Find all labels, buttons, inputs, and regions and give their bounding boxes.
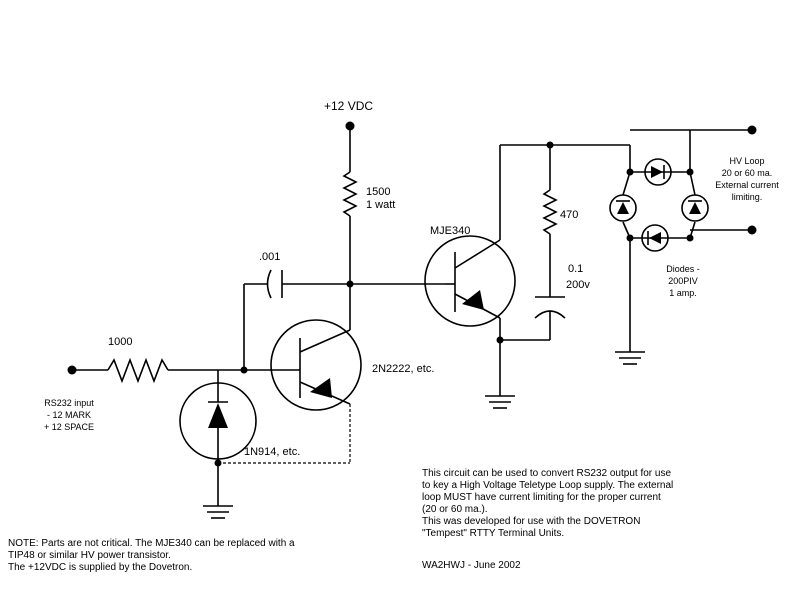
r1000-label: 1000 [108, 336, 132, 348]
q2n2222-label: 2N2222, etc. [372, 363, 434, 375]
transistor-2n2222 [270, 319, 362, 411]
resistor-470 [542, 189, 558, 235]
circuit-note-line-1: This circuit can be used to convert RS23… [422, 468, 672, 479]
rs232-label-2: - 12 MARK [47, 410, 91, 420]
diodes-label-2: 200PIV [668, 276, 698, 286]
author-credit: WA2HWJ - June 2002 [422, 560, 521, 571]
cap-01-value-label: 0.1 [568, 263, 583, 275]
rs232-label-3: + 12 SPACE [44, 422, 94, 432]
cap-01-voltage-label: 200v [566, 279, 590, 291]
hv-loop-label-2: 20 or 60 ma. [722, 168, 773, 178]
circuit-note-line-6: "Tempest" RTTY Terminal Units. [422, 528, 565, 539]
cap-001-label: .001 [259, 251, 280, 263]
transistor-mje340 [424, 235, 516, 327]
rs232-label-1: RS232 input [44, 398, 94, 408]
circuit-description: This circuit can be used to convert RS23… [422, 468, 673, 540]
parts-note-line-3: The +12VDC is supplied by the Dovetron. [8, 562, 193, 573]
diode-bridge [609, 158, 709, 252]
resistor-1000 [107, 357, 169, 384]
supply-label: +12 VDC [324, 99, 373, 113]
hv-loop-label-4: limiting. [732, 192, 763, 202]
diodes-label-1: Diodes - [666, 264, 700, 274]
hv-loop-label-1: HV Loop [729, 156, 764, 166]
parts-note-line-1: NOTE: Parts are not critical. The MJE340… [8, 538, 295, 549]
hv-loop-terminal-top [747, 125, 757, 135]
circuit-note-line-2: to key a High Voltage Teletype Loop supp… [422, 480, 674, 491]
resistor-1500 [342, 171, 358, 217]
hv-loop-label-3: External current [715, 180, 779, 190]
parts-note-line-2: TIP48 or similar HV power transistor. [8, 550, 171, 561]
r1500-power-label: 1 watt [366, 199, 395, 211]
hv-loop-terminal-bottom [747, 225, 757, 235]
diodes-label-3: 1 amp. [669, 288, 697, 298]
circuit-note-line-3: loop MUST have current limiting for the … [422, 492, 661, 503]
r1500-value-label: 1500 [366, 186, 390, 198]
r470-label: 470 [560, 209, 578, 221]
circuit-note-line-4: (20 or 60 ma.). [422, 504, 488, 515]
circuit-note-line-5: This was developed for use with the DOVE… [422, 516, 641, 527]
diode-1n914-label: 1N914, etc. [244, 446, 300, 458]
parts-note: NOTE: Parts are not critical. The MJE340… [8, 538, 295, 574]
qmje340-label: MJE340 [430, 225, 470, 237]
